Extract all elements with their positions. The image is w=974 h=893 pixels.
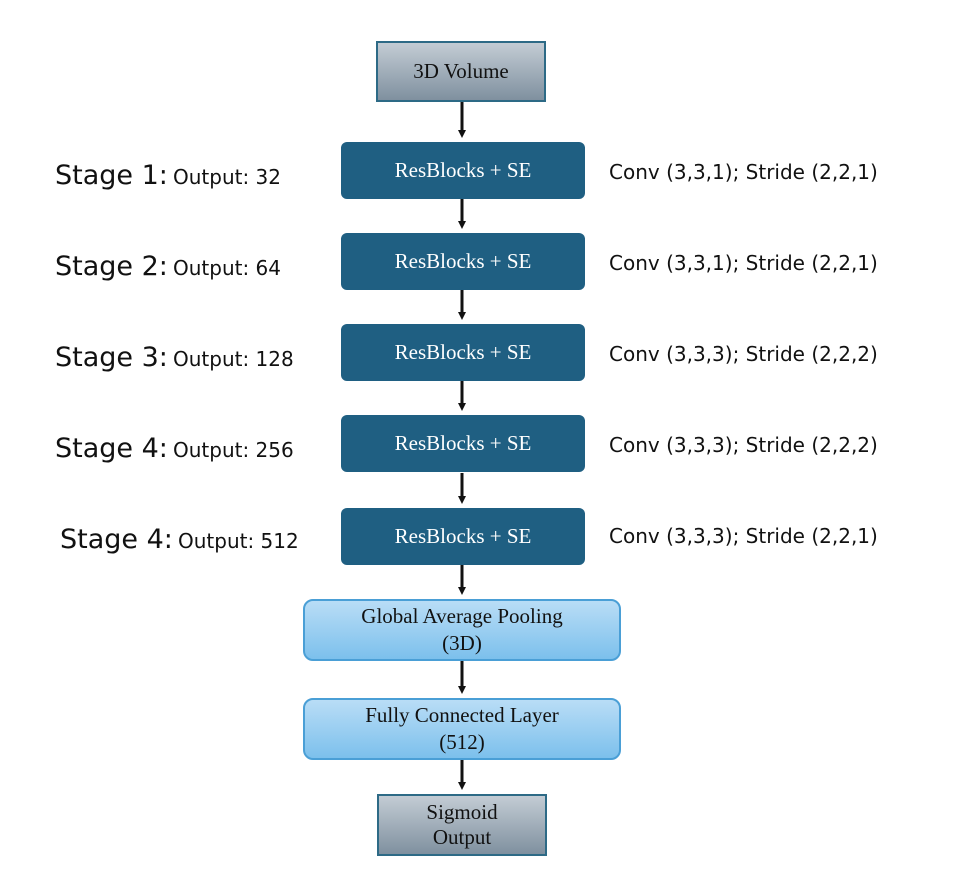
stage-3-label: Stage 3: Output: 128 xyxy=(55,344,294,371)
stage-1-conv: Conv (3,3,1); Stride (2,2,1) xyxy=(609,160,878,184)
output-line2: Output xyxy=(432,825,492,849)
stage-2-resblock-label: ResBlocks + SE xyxy=(394,249,532,273)
stage-5-resblock-label: ResBlocks + SE xyxy=(394,524,532,548)
stage-5-label: Stage 4: Output: 512 xyxy=(60,526,299,553)
stage-5-resblock: ResBlocks + SE xyxy=(341,508,585,565)
stage-3-conv: Conv (3,3,3); Stride (2,2,2) xyxy=(609,342,878,366)
stage-4-label: Stage 4: Output: 256 xyxy=(55,435,294,462)
stage-1-resblock: ResBlocks + SE xyxy=(341,142,585,199)
stage-4-name: Stage 4: xyxy=(55,433,168,464)
stage-4-resblock-label: ResBlocks + SE xyxy=(394,431,532,455)
stage-2-name: Stage 2: xyxy=(55,251,168,282)
stage-4-resblock: ResBlocks + SE xyxy=(341,415,585,472)
stage-3-output: Output: 128 xyxy=(172,347,294,371)
stage-2-resblock: ResBlocks + SE xyxy=(341,233,585,290)
input-volume-box: 3D Volume xyxy=(376,41,546,102)
fully-connected-box: Fully Connected Layer (512) xyxy=(303,698,621,760)
stage-2-output: Output: 64 xyxy=(172,256,282,280)
stage-4-output: Output: 256 xyxy=(172,438,294,462)
stage-1-resblock-label: ResBlocks + SE xyxy=(394,158,532,182)
pooling-line1: Global Average Pooling xyxy=(361,603,563,628)
stage-2-label: Stage 2: Output: 64 xyxy=(55,253,281,280)
stage-3-name: Stage 3: xyxy=(55,342,168,373)
stage-5-output: Output: 512 xyxy=(177,529,299,553)
stage-3-resblock-label: ResBlocks + SE xyxy=(394,340,532,364)
stage-3-resblock: ResBlocks + SE xyxy=(341,324,585,381)
output-line1: Sigmoid xyxy=(426,799,498,824)
stage-2-conv: Conv (3,3,1); Stride (2,2,1) xyxy=(609,251,878,275)
fc-line2: (512) xyxy=(439,730,485,754)
pooling-line2: (3D) xyxy=(442,631,482,655)
stage-5-name: Stage 4: xyxy=(60,524,173,555)
global-average-pooling-box: Global Average Pooling (3D) xyxy=(303,599,621,661)
sigmoid-output-box: Sigmoid Output xyxy=(377,794,547,856)
stage-1-label: Stage 1: Output: 32 xyxy=(55,162,281,189)
stage-5-conv: Conv (3,3,3); Stride (2,2,1) xyxy=(609,524,878,548)
stage-1-name: Stage 1: xyxy=(55,160,168,191)
fc-line1: Fully Connected Layer xyxy=(365,702,559,727)
stage-4-conv: Conv (3,3,3); Stride (2,2,2) xyxy=(609,433,878,457)
input-volume-label: 3D Volume xyxy=(413,58,509,83)
stage-1-output: Output: 32 xyxy=(172,165,282,189)
